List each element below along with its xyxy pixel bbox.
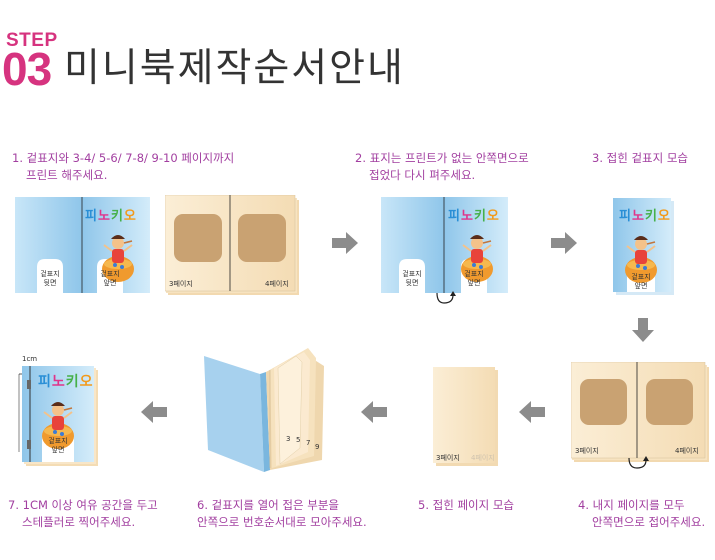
book-title: 피노키오 xyxy=(448,209,500,224)
step-5-caption: 5. 접힌 페이지 모습 xyxy=(418,498,514,512)
page-3-label: 3페이지 xyxy=(436,454,460,462)
stack-number: 5 xyxy=(296,436,301,444)
arrow-right-icon xyxy=(551,232,577,258)
stack-number: 9 xyxy=(315,443,320,451)
page-4-label: 4페이지 xyxy=(265,280,289,288)
page-3-label: 3페이지 xyxy=(575,447,599,455)
step-number: 03 xyxy=(2,43,52,95)
front-cover-label: 겉표지 앞면 xyxy=(631,273,651,290)
back-cover-label: 겉표지 뒷면 xyxy=(402,270,422,287)
gathering-pages-illustration: 3 5 7 9 xyxy=(204,348,334,472)
arrow-down-icon xyxy=(632,318,654,346)
page-4-label-faded: 4페이지 xyxy=(471,454,495,462)
arrow-left-icon xyxy=(519,401,545,427)
page-3-label: 3페이지 xyxy=(169,280,193,288)
page-4-label: 4페이지 xyxy=(675,447,699,455)
book-title: 피노키오 xyxy=(619,209,671,224)
folded-cover-illustration: 피노키오 겉표지 앞면 xyxy=(613,198,675,296)
folded-page-illustration: 3페이지 4페이지 xyxy=(433,367,499,467)
stapled-book-illustration: 1cm 피노키오 겉표지 앞면 xyxy=(16,352,102,470)
front-cover-label: 겉표지 앞면 xyxy=(100,270,120,287)
inner-pages-fold-illustration: 3페이지 4페이지 xyxy=(570,361,711,474)
stack-number: 3 xyxy=(286,435,291,443)
back-cover-label: 겉표지 뒷면 xyxy=(40,270,60,287)
book-title: 피노키오 xyxy=(85,209,137,224)
front-cover-label: 겉표지 앞면 xyxy=(464,270,484,287)
step-3-caption: 3. 접힌 겉표지 모습 xyxy=(592,151,688,165)
arrow-left-icon xyxy=(141,401,167,427)
front-cover-label: 겉표지 앞면 xyxy=(48,437,68,454)
open-cover-illustration: 피노키오 겉표지 뒷면 겉표지 앞면 xyxy=(15,197,150,293)
margin-label: 1cm xyxy=(22,355,38,363)
arrow-left-icon xyxy=(361,401,387,427)
step-label: STEP xyxy=(6,30,58,51)
page-title: 미니북제작순서안내 xyxy=(64,46,405,91)
arrow-right-icon xyxy=(332,232,358,258)
open-inner-pages-illustration: 3페이지 4페이지 xyxy=(164,194,301,297)
stack-number: 7 xyxy=(306,439,311,447)
book-title: 피노키오 xyxy=(38,374,94,390)
cover-fold-illustration: 피노키오 겉표지 뒷면 겉표지 앞면 xyxy=(381,197,508,307)
